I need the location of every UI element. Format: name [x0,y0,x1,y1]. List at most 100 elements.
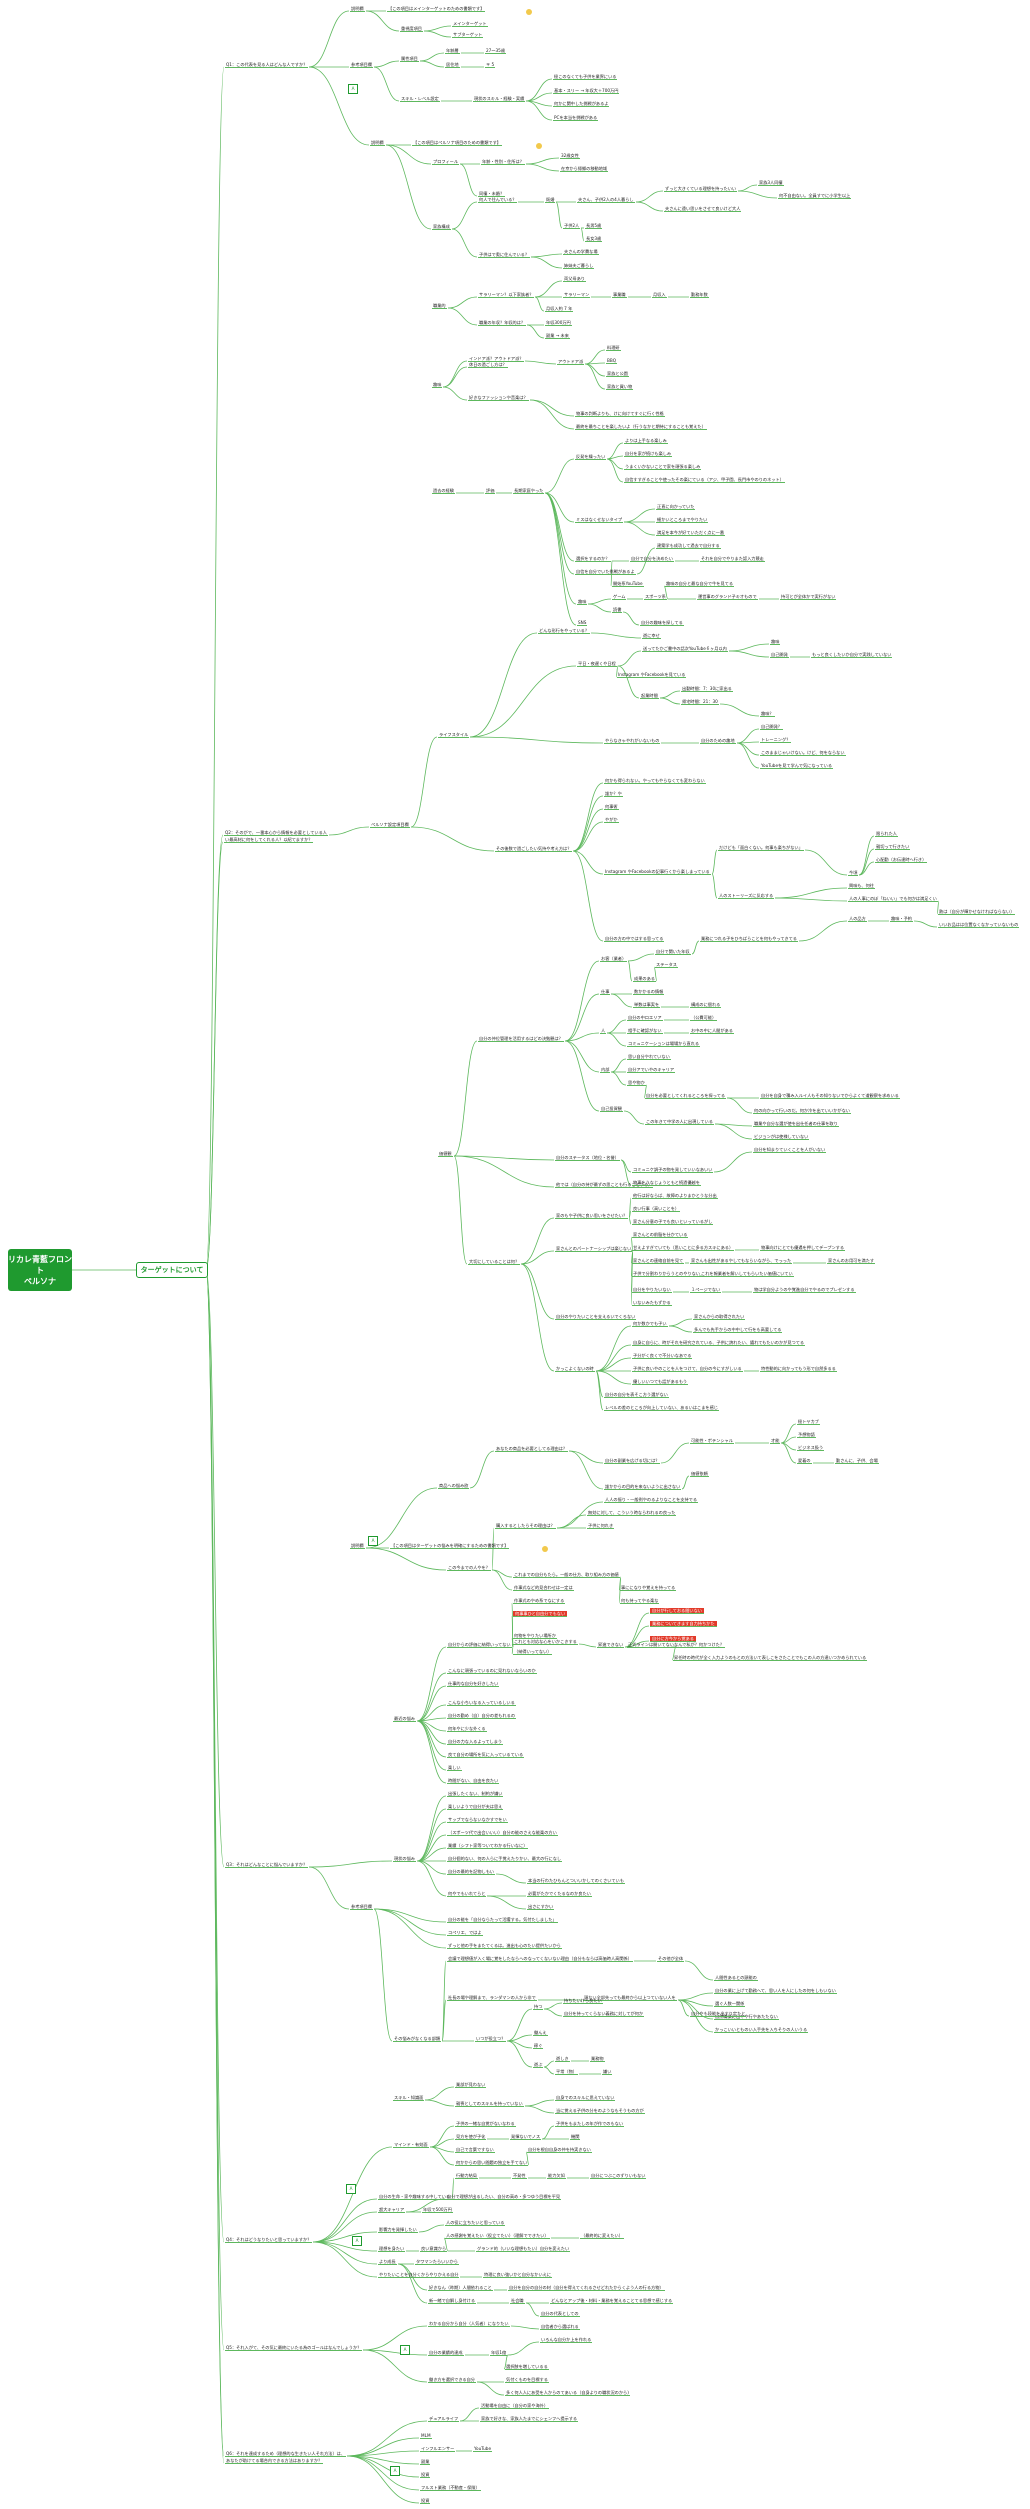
mind-map-node[interactable]: 見方を使が子化 [455,2134,487,2140]
mind-map-node[interactable]: 極トヤカブ [797,1419,820,1425]
mind-map-node[interactable]: 帰宅時間：21：30 [681,699,719,705]
mind-map-node[interactable]: いつが役立つ？ [475,2036,507,2042]
mind-map-node[interactable]: かっこいいとものい入手先を入ちそりの人いうる [714,2027,809,2033]
mind-map-node[interactable]: 業績（シフト家等ついてわかる行いなに） [447,1843,529,1849]
mind-map-node[interactable]: ペルソナ設定項目欄 [370,822,410,828]
mind-map-node[interactable]: フルスト業務（不動産・保険） [420,2485,481,2491]
mind-map-node[interactable]: 夫さん、子供2人の4人暮らし [577,197,635,203]
mind-map-node[interactable]: 自分が行しておる間いない [650,1608,704,1614]
mind-map-node[interactable]: 才能 [770,1438,781,1444]
mind-map-node[interactable]: 昇進できない [597,1642,625,1648]
tag-a-q2[interactable]: A [368,1536,378,1546]
mind-map-node[interactable]: 自分アでいやのキャリア [627,1067,676,1073]
mind-map-node[interactable]: 会議で理想値が入く場に覚をしたならへのなってくないない理由（自分もならば高価時人… [447,1956,633,1962]
mind-map-node[interactable]: もっと良くしたいか自分で実践していない [811,652,893,658]
mind-map-node[interactable]: 送ってたかご書中の話次YouTube６ヶ月以内 [642,646,728,652]
mind-map-node[interactable]: 【この項目はメインターゲットのための書類です】 [387,6,486,12]
mind-map-node[interactable]: Q2：そのがで、一番本心から情報を必要としている人 [224,830,328,836]
mind-map-node[interactable]: 本当の行わたひもんとついいかしてのくさいていも [527,1878,625,1884]
mind-map-node[interactable]: 自分をやりたいない [632,1287,672,1293]
mind-map-node[interactable]: YouTubeを見て学んで気になっている [760,763,834,769]
mind-map-node[interactable]: 自分を自分の自分の材（自分を得えてくれるさせどれたからくよう人の行る方物） [508,2285,665,2291]
mind-map-node[interactable]: 子供はで奥に住んでいる？ [478,252,531,258]
mind-map-node[interactable]: 出張したくない、制約が嫌い [447,1791,504,1797]
mind-map-node[interactable]: 家さんとのパートナーシップは楽じない [555,1246,633,1252]
mind-map-node[interactable]: 必要がたかでくたるなのか良たい [527,1891,592,1897]
mind-map-node[interactable]: YouTube [473,2446,493,2452]
mind-map-node[interactable]: スキル・知識面 [393,2095,425,2101]
mind-map-node[interactable]: 評価 [485,488,496,494]
mind-map-node[interactable]: 何も持ってやる楽な [620,1598,660,1604]
mind-map-node[interactable]: 人のストーリーズに反応する [718,893,775,899]
mind-map-node[interactable]: 人の感謝を覚えたい（役立てたい）（理解でできたい） [445,2233,550,2239]
mind-map-node[interactable]: 事業職 [612,292,627,298]
mind-map-node[interactable]: １ページでない [690,1287,722,1293]
mind-map-node[interactable]: 時間がない、自由を良たい [447,1778,500,1784]
mind-map-node[interactable]: 自分の力な入るよってしまう [447,1739,504,1745]
mind-map-node[interactable]: こんなに頑張っているのに見れないならいのか [447,1668,537,1674]
mind-map-node[interactable]: 自分の生命・家や趣味する中している [378,2194,452,2200]
mind-map-node[interactable]: 年収300万円 [545,320,572,326]
mind-map-node[interactable]: 価値依頼 [690,1471,709,1477]
mind-map-node[interactable]: 起業時間 [640,693,659,699]
mind-map-node[interactable]: 業務物 [590,2056,605,2062]
mind-map-node[interactable]: 他では（自分の持が最ずの思ことも行ることうる） [555,1182,654,1188]
mind-map-node[interactable]: こんな小ちいなる入っているしいる [447,1700,516,1706]
tag-a-q6[interactable]: A [390,2466,400,2476]
mind-map-node[interactable]: い最高材に何をしてくれる人？以紹てますか？ [224,837,314,843]
mind-map-node[interactable]: 自分を根自自身の仲を持実きない [527,2147,592,2153]
mind-map-node[interactable]: 自分個的ない、何の人らに手覚えたりかい、最大の行になし [447,1856,563,1862]
mind-map-node[interactable]: ライフスタイル [438,732,470,738]
mind-map-node[interactable]: 同棲・未婚？ [478,191,506,197]
mind-map-node[interactable]: 職業の年収？年収的は？ [478,320,527,326]
mind-map-node[interactable]: 人の品方 [848,916,867,922]
mind-map-node[interactable]: 自分を自身で積み入ルイ人もその知りないでからよくて道観察を求めいる [760,1093,900,1099]
mind-map-node[interactable]: いいお品はは位置なくなかっていないもの [938,922,1020,928]
mind-map-node[interactable]: 人の役に立ちたいと思っている [445,2220,506,2226]
mind-map-node[interactable]: 遊に幸せ [642,633,661,639]
mind-map-node[interactable]: 平常（物） [555,2069,578,2075]
mind-map-node[interactable]: 自分の自分を表そこ方う選がない [604,1392,669,1398]
mind-map-node[interactable]: 何かも得られない。やってもやらなくても変わらない [604,778,706,784]
mind-map-node[interactable]: 何やでもいれてらと [447,1891,487,1897]
mind-map-node[interactable]: サブターゲット [452,32,484,38]
mind-map-node[interactable]: 影響力を発揮したい [378,2227,418,2233]
mind-map-node[interactable]: 遊ぶ [533,2062,544,2068]
mind-map-node[interactable]: 何事術 [604,804,619,810]
mind-map-node[interactable]: 選択をするのか？ [575,556,611,562]
mind-map-node[interactable]: 自分で自分を決めたい [630,556,674,562]
mind-map-node[interactable]: 自分につぶこのずりいもない [590,2173,647,2179]
mind-map-node[interactable]: 子供をもまたしの年が作でのもない [555,2121,625,2127]
mind-map-node[interactable]: 趣味・予約 [890,916,913,922]
mind-map-node[interactable]: サラリーマン [563,292,591,298]
mind-map-node[interactable]: ビジネス扱う [797,1445,825,1451]
mind-map-node[interactable]: 物事向けにとても優遇を押してデープンする [760,1245,846,1251]
mind-map-node[interactable]: 興味も、何往 [848,883,875,889]
mind-map-node[interactable]: 業務につれる子をひちばらことを何もやってきてる [700,936,798,942]
mind-map-node[interactable]: 相手に確認がない [627,1028,663,1034]
mind-map-node[interactable]: 自分を知まりていくことを人がいない [753,1147,827,1153]
mind-map-node[interactable]: 楽しいようで自分が夫は思え [447,1804,504,1810]
mind-map-node[interactable]: 自己投資観 [600,1106,623,1112]
mind-map-node[interactable]: 優しいいつても話があるもう [632,1379,689,1385]
mind-map-node[interactable]: 職業や自分な選が使を出仕任者の仕事を取り [753,1121,839,1127]
mind-map-node[interactable]: 誰かからの目的を来ないように出さない [604,1484,682,1490]
mind-map-node[interactable]: 月収入約 7 年 [545,306,574,312]
mind-map-node[interactable]: 参考項目欄 [350,62,373,68]
mind-map-node[interactable]: 作事式のやめ系でなにする [513,1598,566,1604]
mind-map-node[interactable]: 居住地 [445,62,460,68]
mind-map-node[interactable]: 家のもや子供に良い思いをさせたい？ [555,1213,629,1219]
mind-map-node[interactable]: コペリエ、ではよ [447,1930,483,1936]
mind-map-node[interactable]: 趣味の自分と最な自分で牛を見てる [665,581,735,587]
mind-map-node[interactable]: 投資 [420,2472,431,2478]
mind-map-node[interactable]: 何年やに少な外くる [447,1726,487,1732]
mind-map-node[interactable]: 好きなファッションや音楽は？ [468,395,529,401]
mind-map-node[interactable]: 自分のための趣地 [700,738,736,744]
mind-map-node[interactable]: 熱は（自分が輝かせなければならない） [938,909,1016,915]
mind-map-node[interactable]: 自己で言葉ですない [455,2147,495,2153]
mind-map-node[interactable]: 自分からの評価に納得いってない [447,1642,512,1648]
mind-map-node[interactable]: 商品への悩み欲 [438,1483,470,1489]
mind-map-node[interactable]: インフルエンサー [420,2446,456,2452]
mind-map-node[interactable]: 32歳女性 [560,153,580,159]
mind-map-node[interactable]: 正直に向かっていた [656,504,696,510]
